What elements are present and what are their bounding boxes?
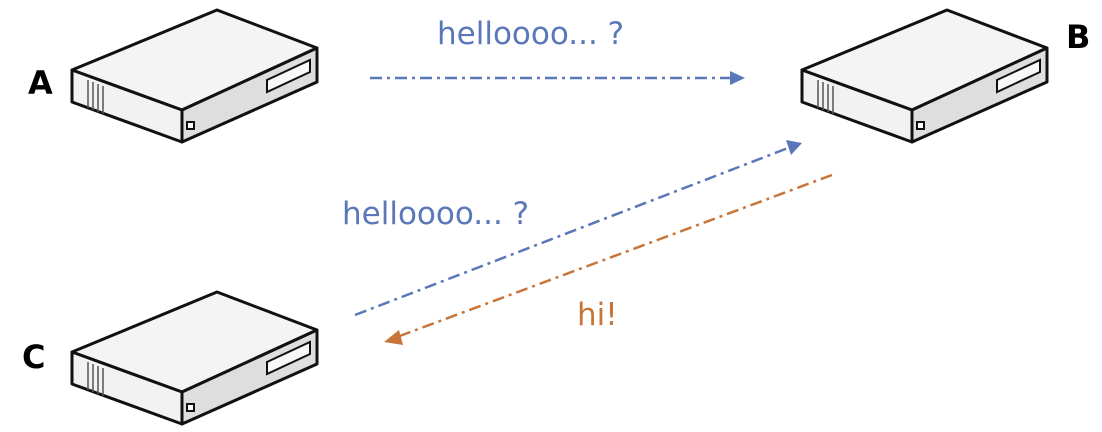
node-label-c: C	[22, 338, 46, 376]
server-c-icon	[70, 290, 319, 426]
node-label-b: B	[1066, 18, 1091, 56]
message-a-to-b: helloooo... ?	[437, 16, 625, 52]
arrow-b-to-c	[384, 173, 833, 345]
node-label-a: A	[28, 64, 53, 102]
server-b-icon	[800, 8, 1049, 144]
message-b-to-c: hi!	[577, 297, 618, 333]
arrow-a-to-b	[370, 71, 745, 85]
server-a-icon	[70, 8, 319, 144]
message-c-to-b: helloooo... ?	[342, 196, 530, 232]
arrow-c-to-b	[354, 140, 802, 317]
